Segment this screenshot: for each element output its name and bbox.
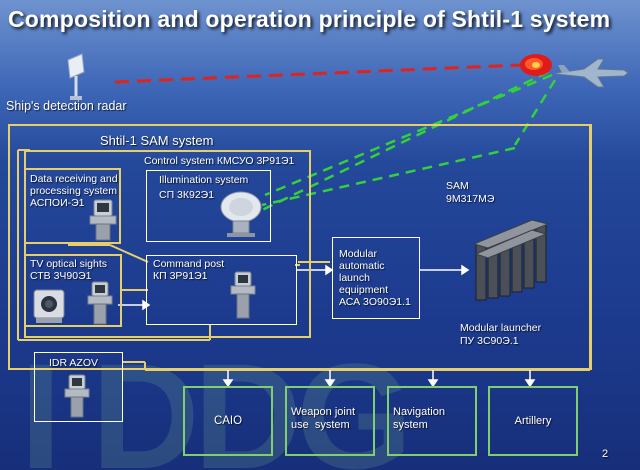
tv-sights-line-2: СТВ 3Ч90Э1 [30, 270, 92, 282]
tv-sights-line-1: TV optical sights [30, 258, 108, 270]
guidance-beam-1 [264, 73, 553, 197]
weapon-joint-line-1: Weapon joint [291, 406, 356, 418]
guidance-beam-3 [513, 79, 557, 146]
sam-label-1: SAM [446, 180, 469, 192]
data-processing-line-2: processing system [30, 185, 117, 197]
radar-antenna-icon [67, 53, 85, 100]
idr-azov-block: IDR AZOV [34, 352, 123, 422]
control-system-frame [24, 150, 311, 338]
sight-console-icon [87, 281, 113, 325]
launch-equipment-line-3: launch [339, 272, 370, 284]
page-title: Composition and operation principle of S… [8, 6, 611, 32]
background-watermark: I DDG [20, 332, 407, 470]
caio-label: CAIO [213, 415, 243, 427]
command-post-line-1: Command post [153, 258, 225, 270]
illumination-line-1: Illumination system [159, 174, 249, 186]
sam-label-2: 9M317MЭ [446, 193, 495, 205]
target-burst-icon [520, 54, 552, 76]
command-post-block: Command post КП 3Р91Э1 [146, 255, 297, 325]
data-processing-line-1: Data receiving and [30, 173, 118, 185]
radar-label: Ship's detection radar [6, 99, 127, 113]
illumination-block: Illumination system СП 3К92Э1 [146, 170, 271, 242]
sam-system-label: Shtil-1 SAM system [100, 133, 214, 148]
launch-equipment-line-1: Modular [339, 248, 377, 260]
artillery-label: Artillery [514, 415, 552, 427]
launcher-label-2: ПУ 3С90Э.1 [460, 335, 519, 347]
launcher-label-1: Modular launcher [460, 322, 542, 334]
guidance-beam-4 [261, 146, 516, 207]
page-number: 2 [602, 448, 609, 460]
data-processing-block: Data receiving and processing system АСП… [24, 168, 121, 244]
idr-azov-label: IDR AZOV [49, 357, 99, 369]
console-icon [89, 199, 117, 241]
navigation-line-1: Navigation [393, 406, 445, 418]
sam-system-frame [8, 124, 592, 370]
tv-sight-icon [33, 289, 65, 323]
navigation-line-2: system [393, 419, 428, 431]
launch-equipment-line-2: automatic [339, 260, 385, 272]
tv-sights-block: TV optical sights СТВ 3Ч90Э1 [24, 254, 122, 327]
command-post-line-2: КП 3Р91Э1 [153, 270, 208, 282]
aircraft-icon [555, 58, 629, 88]
caio-box: CAIO [183, 386, 273, 456]
illumination-line-2: СП 3К92Э1 [159, 189, 215, 201]
data-processing-line-3: АСПОИ-Э1 [30, 197, 85, 209]
artillery-box: Artillery [488, 386, 578, 456]
illumination-radar-icon [220, 191, 262, 237]
launch-equipment-line-4: equipment [339, 284, 389, 296]
modular-launcher-icon [472, 219, 550, 301]
control-system-label: Control system КМСУО 3Р91Э1 [144, 155, 295, 167]
command-console-icon [230, 271, 256, 319]
weapon-joint-line-2: use system [291, 419, 350, 431]
idr-console-icon [64, 374, 90, 418]
radar-beam-line [114, 63, 523, 84]
weapon-joint-box: Weapon joint use system [285, 386, 375, 456]
launch-equipment-line-5: АСА 3О90Э1.1 [339, 296, 411, 308]
navigation-box: Navigation system [387, 386, 477, 456]
launch-equipment-block: Modular automatic launch equipment АСА 3… [332, 237, 420, 319]
